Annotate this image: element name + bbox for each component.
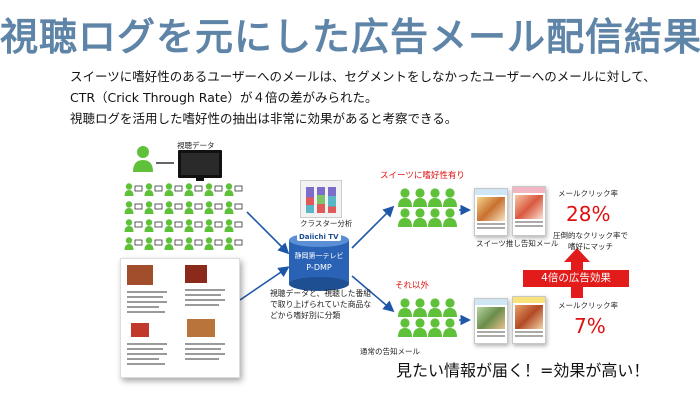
click-rate-label-top: メールクリック率 — [558, 189, 618, 198]
description: スイーツに嗜好性のあるユーザーへのメールは、セグメントをしなかったユーザーへのメ… — [70, 66, 656, 129]
segment-other-label: それ以外 — [395, 281, 430, 291]
normal-mail-image-1 — [474, 298, 508, 344]
viewing-data-label: 視聴データ — [177, 141, 215, 150]
cluster-chart-icon — [300, 180, 342, 218]
classify-note: 視聴データと、視聴した番組 で取り上げられていた商品な どから嗜好別に分類 — [270, 289, 372, 320]
viewing-to-db-arrow — [246, 211, 290, 255]
db-to-other-arrow — [351, 275, 395, 313]
slide-title: 視聴ログを元にした広告メール配信結果 — [0, 15, 700, 59]
db-name: 静岡第一テレビ — [294, 252, 344, 260]
viewer-person-icon — [133, 146, 153, 172]
click-rate-note: 圧倒的なクリック率で 嗜好にマッチ — [553, 231, 628, 251]
sweets-mail-caption: スイーツ推し告知メール — [476, 239, 559, 248]
description-line-1: スイーツに嗜好性のあるユーザーへのメールは、セグメントをしなかったユーザーへのメ… — [70, 69, 656, 84]
segment-sweets-label: スイーツに嗜好性有り — [380, 171, 465, 181]
sweets-segment-group — [398, 188, 457, 227]
dmp-database: Daiichi TV 静岡第一テレビ P-DMP — [287, 232, 351, 292]
db-to-sweets-arrow — [351, 205, 395, 249]
viewers-grid — [124, 183, 243, 250]
other-segment-group — [398, 298, 457, 337]
description-line-2: CTR（Crick Through Rate）が４倍の差がみられた。 — [70, 90, 378, 105]
click-rate-label-bottom: メールクリック率 — [558, 301, 618, 310]
tagline: 見たい情報が届く！=効果が高い！ — [396, 361, 650, 380]
product-document — [120, 258, 240, 378]
effect-badge: 4倍の広告効果 — [523, 270, 629, 287]
normal-mail-caption: 通常の告知メール — [360, 347, 420, 356]
click-rate-sweets: 28% — [566, 202, 611, 226]
tv-icon — [178, 150, 222, 181]
cluster-label: クラスター分析 — [300, 219, 353, 228]
click-rate-normal: 7% — [574, 314, 606, 338]
normal-mail-image-2 — [512, 296, 546, 344]
db-type: P-DMP — [306, 263, 332, 272]
sweets-mail-image-2 — [512, 186, 546, 236]
sweets-mail-image-1 — [474, 188, 508, 236]
products-to-db-arrow — [239, 266, 290, 301]
daiichi-tv-logo: Daiichi TV — [297, 233, 341, 241]
description-line-3: 視聴ログを活用した嗜好性の抽出は非常に効果があると考察できる。 — [70, 111, 458, 126]
